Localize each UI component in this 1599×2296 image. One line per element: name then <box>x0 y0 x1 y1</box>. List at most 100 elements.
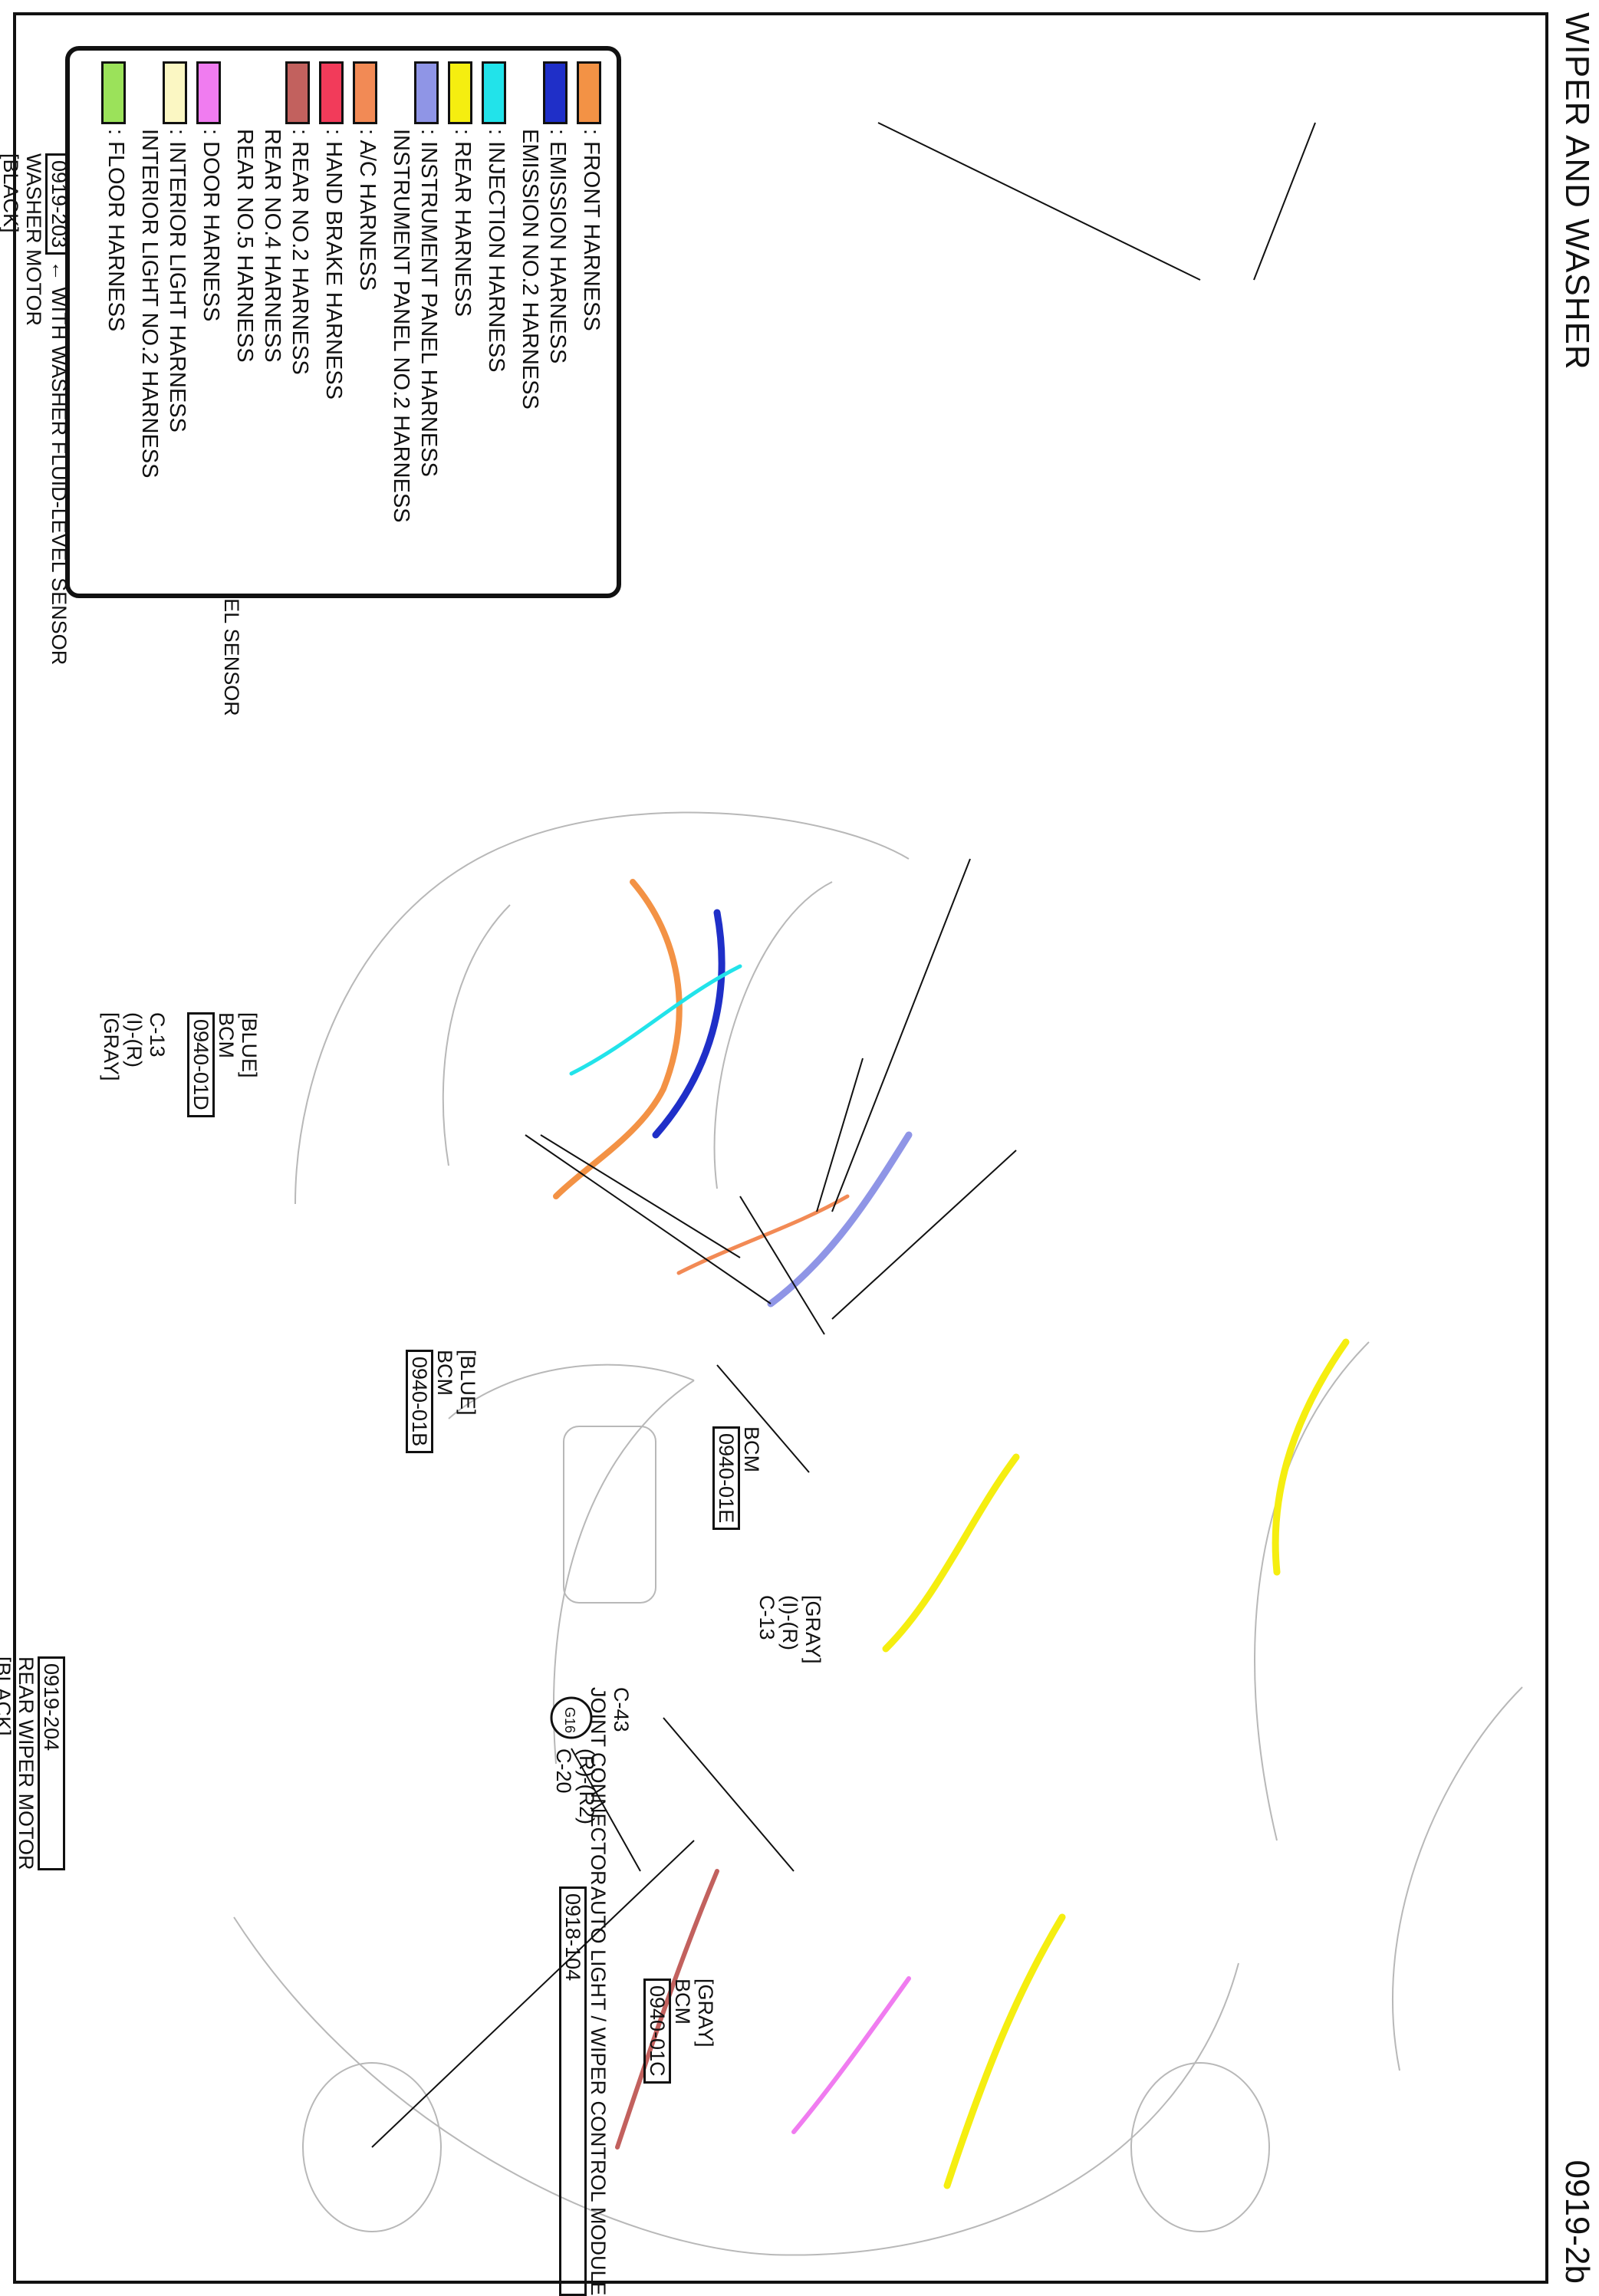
auto-light-name: AUTO LIGHT / WIPER CONTROL MODULE <box>587 1886 610 2296</box>
legend-label: : DOOR HARNESS <box>199 129 223 322</box>
c13-a-id: C-13 <box>146 1012 169 1058</box>
legend-label: : A/C HARNESS <box>355 129 380 291</box>
bcm-c-name: BCM <box>671 1979 694 2025</box>
bcm-c-color: [GRAY] <box>694 1979 717 2048</box>
legend-label: INSTRUMENT PANEL NO.2 HARNESS <box>389 129 413 523</box>
label-bcm-d: [BLUE] BCM 0940-01D <box>187 1012 261 1117</box>
bcm-b-name: BCM <box>433 1350 456 1396</box>
legend-swatch <box>543 61 568 124</box>
legend-label: REAR NO.4 HARNESS <box>260 129 285 363</box>
legend-label: : INTERIOR LIGHT HARNESS <box>165 129 189 433</box>
vehicle-outlines <box>233 811 1523 2256</box>
leader-c13-b <box>739 1196 825 1335</box>
label-c20: (R)-(R2) C-20 <box>552 1748 598 1824</box>
injection-harness-wire <box>569 964 742 1076</box>
front-harness-wire <box>553 879 683 1199</box>
cabin-outline <box>1254 1341 1370 1841</box>
g16-circle <box>550 1696 593 1739</box>
instrument-panel-harness-wire <box>767 1131 913 1308</box>
bcm-d-name: BCM <box>215 1012 238 1058</box>
front-wheel-outline <box>1130 2062 1270 2232</box>
rear-harness-wire-3 <box>1272 1338 1350 1576</box>
leader-g16 <box>571 1748 641 1872</box>
legend-label: EMISSION NO.2 HARNESS <box>518 129 542 410</box>
bcm-c-code: 0940-01C <box>643 1979 671 2084</box>
c13-b-color: [GRAY] <box>801 1595 824 1664</box>
legend-label: : EMISSION HARNESS <box>545 129 570 364</box>
engine-bay-outline <box>294 811 910 1205</box>
label-auto-light: AUTO LIGHT / WIPER CONTROL MODULE 0918-1… <box>559 1886 610 2296</box>
rear-wiper-name: REAR WIPER MOTOR <box>15 1656 38 1870</box>
bcm-d-color: [BLUE] <box>238 1012 261 1078</box>
dashboard-outline <box>553 1380 695 1765</box>
leader-rear-wiper <box>371 1840 695 2148</box>
rear-wiper-code: 0919-204 <box>38 1656 65 1870</box>
door-harness-wire <box>791 1976 911 2134</box>
steering-column-outline <box>563 1426 656 1604</box>
leader-bcm-d <box>831 858 971 1212</box>
harness-legend: : FRONT HARNESS : EMISSION HARNESS EMISS… <box>65 46 621 598</box>
leader-washer-with <box>877 122 1201 281</box>
legend-swatch <box>448 61 472 124</box>
rear-wiper-color: [BLACK] <box>0 1656 15 1736</box>
label-c13-b: [GRAY] (I)-(R) C-13 <box>755 1595 824 1664</box>
leader-c43 <box>525 1134 772 1304</box>
c13-a-color: [GRAY] <box>100 1012 123 1081</box>
legend-label: : REAR NO.2 HARNESS <box>288 129 312 375</box>
label-bcm-e: BCM 0940-01E <box>712 1426 763 1531</box>
rear-harness-wire <box>882 1453 1020 1653</box>
leader-c13-a <box>816 1058 864 1212</box>
legend-label: : HAND BRAKE HARNESS <box>321 129 346 400</box>
bcm-e-name: BCM <box>740 1426 763 1472</box>
bcm-b-code: 0940-01B <box>406 1350 433 1454</box>
legend-label: : INJECTION HARNESS <box>484 129 508 373</box>
c13-a-pin: (I)-(R) <box>123 1012 146 1067</box>
engine-bay-edge <box>442 904 511 1166</box>
leader-lines <box>371 122 1316 2148</box>
emission-harness-wire <box>652 909 725 1139</box>
label-g16: G16 <box>558 1707 581 1733</box>
label-bcm-c: [GRAY] BCM 0940-01C <box>643 1979 717 2084</box>
legend-swatch <box>353 61 377 124</box>
label-rear-wiper: 0919-204 REAR WIPER MOTOR [BLACK] <box>0 1656 65 1870</box>
rear-body-outline <box>233 1916 1239 2256</box>
legend-label: REAR NO.5 HARNESS <box>232 129 257 363</box>
auto-light-code: 0918-104 <box>559 1886 587 2296</box>
label-washer-with: 0919-203 ← WITH WASHER FLUID-LEVEL SENSO… <box>0 153 73 665</box>
c43-id: C-43 <box>610 1687 633 1732</box>
leader-bcm-e <box>831 1150 1017 1320</box>
legend-swatch <box>101 61 126 124</box>
engine-bay-inner <box>713 881 833 1189</box>
label-bcm-b: [BLUE] BCM 0940-01B <box>406 1350 479 1454</box>
legend-swatch <box>577 61 601 124</box>
legend-label: : REAR HARNESS <box>450 129 475 317</box>
legend-swatch <box>285 61 310 124</box>
bcm-b-color: [BLUE] <box>456 1350 479 1416</box>
c13-b-id: C-13 <box>755 1595 778 1640</box>
washer-with-color: [BLACK] <box>0 153 22 233</box>
washer-with-name: WASHER MOTOR <box>22 153 45 327</box>
legend-label: : FRONT HARNESS <box>579 129 604 331</box>
leader-c20 <box>663 1717 795 1872</box>
rear-wheel-outline <box>302 2062 442 2232</box>
legend-swatch <box>196 61 221 124</box>
harness-wires <box>553 879 1350 2189</box>
leader-bcm-c <box>716 1364 810 1473</box>
bcm-e-code: 0940-01E <box>712 1426 740 1531</box>
label-c13-a: C-13 (I)-(R) [GRAY] <box>100 1012 169 1081</box>
dashboard-side <box>448 1363 695 1419</box>
legend-swatch <box>482 61 506 124</box>
legend-label: : FLOOR HARNESS <box>104 129 128 332</box>
g16-id: G16 <box>562 1707 577 1734</box>
legend-swatch <box>414 61 439 124</box>
rear-no2-harness-wire <box>615 1869 719 2150</box>
legend-label: : INSTRUMENT PANEL HARNESS <box>416 129 441 477</box>
legend-swatch <box>163 61 187 124</box>
ac-harness-wire <box>676 1194 850 1275</box>
rear-harness-wire-2 <box>943 1913 1066 2189</box>
leader-washer-without <box>1253 122 1316 281</box>
tail-outline <box>1392 1686 1523 2071</box>
c20-pin: (R)-(R2) <box>575 1748 598 1824</box>
